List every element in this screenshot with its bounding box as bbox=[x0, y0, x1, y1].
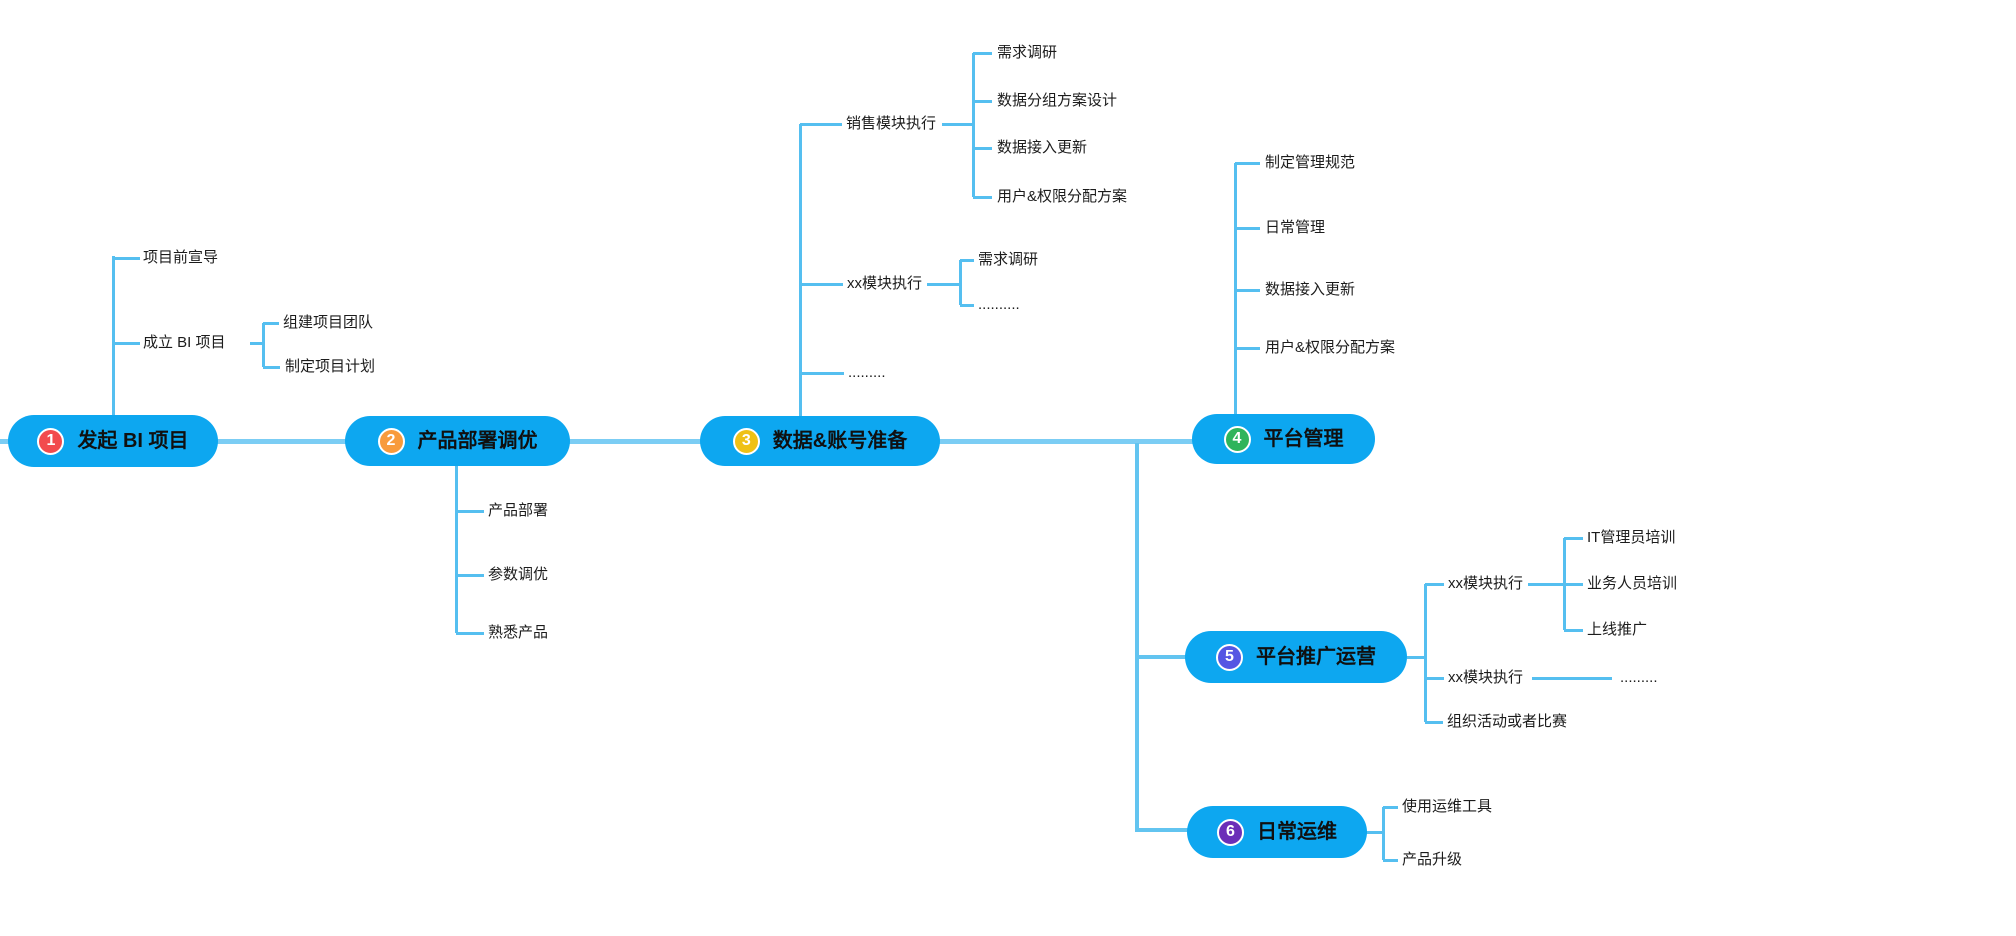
connector-line-branch-34 bbox=[1425, 720, 1443, 724]
connector-line-branch-39 bbox=[1564, 628, 1583, 632]
connector-line-trunk-1 bbox=[1137, 655, 1187, 659]
subtopic-label-3[interactable]: 制定项目计划 bbox=[285, 358, 376, 375]
connector-line-branch-42 bbox=[1381, 807, 1385, 860]
connector-line-branch-11 bbox=[798, 124, 802, 416]
subtopic-label-23[interactable]: 上线推广 bbox=[1587, 621, 1648, 638]
topic-label-2: 产品部署调优 bbox=[417, 430, 538, 452]
subtopic-label-13[interactable]: 需求调研 bbox=[978, 251, 1039, 268]
connector-line-spine-0 bbox=[0, 438, 14, 444]
connector-line-branch-13 bbox=[800, 282, 843, 286]
subtopic-label-2[interactable]: 组建项目团队 bbox=[283, 314, 374, 331]
subtopic-label-27[interactable]: 使用运维工具 bbox=[1402, 798, 1493, 815]
subtopic-label-12[interactable]: xx模块执行 bbox=[847, 275, 923, 292]
connector-line-spine-3 bbox=[938, 438, 1194, 444]
topic-node-3[interactable]: 3 数据&账号准备 bbox=[700, 416, 940, 466]
connector-line-branch-38 bbox=[1564, 582, 1583, 586]
subtopic-label-9[interactable]: 数据分组方案设计 bbox=[997, 92, 1118, 109]
connector-line-branch-21 bbox=[927, 282, 960, 286]
topic-node-1[interactable]: 1 发起 BI 项目 bbox=[8, 415, 218, 467]
connector-line-branch-28 bbox=[1235, 288, 1260, 292]
topic-node-4[interactable]: 4 平台管理 bbox=[1192, 414, 1375, 464]
subtopic-label-1[interactable]: 成立 BI 项目 bbox=[143, 334, 226, 351]
subtopic-label-0[interactable]: 项目前宣导 bbox=[143, 249, 219, 266]
connector-line-branch-14 bbox=[800, 371, 844, 375]
topic-node-6[interactable]: 6 日常运维 bbox=[1187, 806, 1367, 858]
connector-line-branch-30 bbox=[1407, 655, 1425, 659]
topic-node-5[interactable]: 5 平台推广运营 bbox=[1185, 631, 1407, 683]
connector-line-branch-23 bbox=[960, 258, 974, 262]
connector-line-branch-10 bbox=[456, 631, 484, 635]
subtopic-label-14[interactable]: .......... bbox=[978, 296, 1020, 313]
connector-line-trunk-2 bbox=[1137, 828, 1189, 832]
subtopic-label-10[interactable]: 数据接入更新 bbox=[997, 139, 1088, 156]
numbered-badge-1: 1 bbox=[37, 427, 65, 455]
connector-line-branch-31 bbox=[1423, 584, 1427, 722]
topic-label-3: 数据&账号准备 bbox=[772, 430, 908, 452]
subtopic-label-17[interactable]: 日常管理 bbox=[1265, 219, 1326, 236]
connector-line-spine-2 bbox=[568, 438, 702, 444]
subtopic-label-15[interactable]: ......... bbox=[848, 364, 886, 381]
subtopic-label-18[interactable]: 数据接入更新 bbox=[1265, 281, 1356, 298]
numbered-badge-2: 2 bbox=[377, 427, 405, 455]
connector-line-branch-6 bbox=[263, 365, 280, 369]
connector-line-branch-29 bbox=[1235, 346, 1260, 350]
connector-line-spine-1 bbox=[216, 438, 347, 444]
connector-line-branch-8 bbox=[456, 509, 484, 513]
subtopic-label-24[interactable]: xx模块执行 bbox=[1448, 669, 1524, 686]
subtopic-label-16[interactable]: 制定管理规范 bbox=[1265, 154, 1356, 171]
topic-node-2[interactable]: 2 产品部署调优 bbox=[345, 416, 570, 466]
subtopic-label-4[interactable]: 产品部署 bbox=[488, 502, 549, 519]
subtopic-label-25[interactable]: ......... bbox=[1620, 669, 1658, 686]
connector-line-branch-37 bbox=[1564, 536, 1583, 540]
connector-line-branch-41 bbox=[1365, 830, 1383, 834]
subtopic-label-11[interactable]: 用户&权限分配方案 bbox=[997, 188, 1128, 205]
connector-line-branch-5 bbox=[263, 321, 279, 325]
numbered-badge-3: 3 bbox=[732, 427, 760, 455]
subtopic-label-22[interactable]: 业务人员培训 bbox=[1587, 575, 1678, 592]
connector-line-branch-18 bbox=[973, 99, 992, 103]
subtopic-label-26[interactable]: 组织活动或者比赛 bbox=[1447, 713, 1568, 730]
topic-label-1: 发起 BI 项目 bbox=[77, 430, 189, 452]
connector-line-branch-16 bbox=[971, 53, 975, 197]
connector-line-branch-35 bbox=[1528, 582, 1564, 586]
topic-label-6: 日常运维 bbox=[1257, 821, 1337, 843]
connector-line-branch-0 bbox=[111, 256, 115, 416]
connector-line-branch-22 bbox=[958, 260, 962, 305]
connector-line-branch-15 bbox=[942, 122, 973, 126]
subtopic-label-19[interactable]: 用户&权限分配方案 bbox=[1265, 339, 1396, 356]
subtopic-label-7[interactable]: 销售模块执行 bbox=[846, 115, 937, 132]
connector-line-branch-27 bbox=[1235, 226, 1260, 230]
connector-line-trunk-0 bbox=[1135, 443, 1139, 832]
connector-line-branch-3 bbox=[250, 341, 264, 345]
subtopic-label-28[interactable]: 产品升级 bbox=[1402, 851, 1463, 868]
numbered-badge-6: 6 bbox=[1217, 818, 1244, 846]
connector-line-branch-12 bbox=[800, 122, 842, 126]
numbered-badge-4: 4 bbox=[1223, 425, 1251, 453]
connector-line-branch-9 bbox=[456, 573, 484, 577]
numbered-badge-5: 5 bbox=[1216, 643, 1243, 671]
connector-line-branch-43 bbox=[1383, 805, 1398, 809]
connector-line-branch-7 bbox=[454, 465, 458, 633]
connector-line-branch-4 bbox=[261, 323, 265, 367]
connector-line-branch-33 bbox=[1425, 676, 1444, 680]
subtopic-label-6[interactable]: 熟悉产品 bbox=[488, 624, 549, 641]
subtopic-label-5[interactable]: 参数调优 bbox=[488, 566, 549, 583]
connector-line-branch-2 bbox=[113, 341, 140, 345]
connector-line-branch-19 bbox=[973, 146, 992, 150]
topic-label-5: 平台推广运营 bbox=[1256, 646, 1376, 668]
connector-line-branch-17 bbox=[973, 51, 992, 55]
topic-label-4: 平台管理 bbox=[1263, 428, 1344, 450]
connector-line-branch-40 bbox=[1532, 676, 1612, 680]
subtopic-label-21[interactable]: IT管理员培训 bbox=[1587, 529, 1676, 546]
connector-line-branch-44 bbox=[1383, 858, 1398, 862]
connector-line-branch-26 bbox=[1235, 161, 1260, 165]
connector-line-branch-1 bbox=[113, 256, 140, 260]
connector-line-branch-20 bbox=[973, 195, 992, 199]
subtopic-label-20[interactable]: xx模块执行 bbox=[1448, 575, 1524, 592]
subtopic-label-8[interactable]: 需求调研 bbox=[997, 44, 1058, 61]
connector-line-branch-24 bbox=[960, 303, 974, 307]
connector-line-branch-32 bbox=[1425, 582, 1444, 586]
